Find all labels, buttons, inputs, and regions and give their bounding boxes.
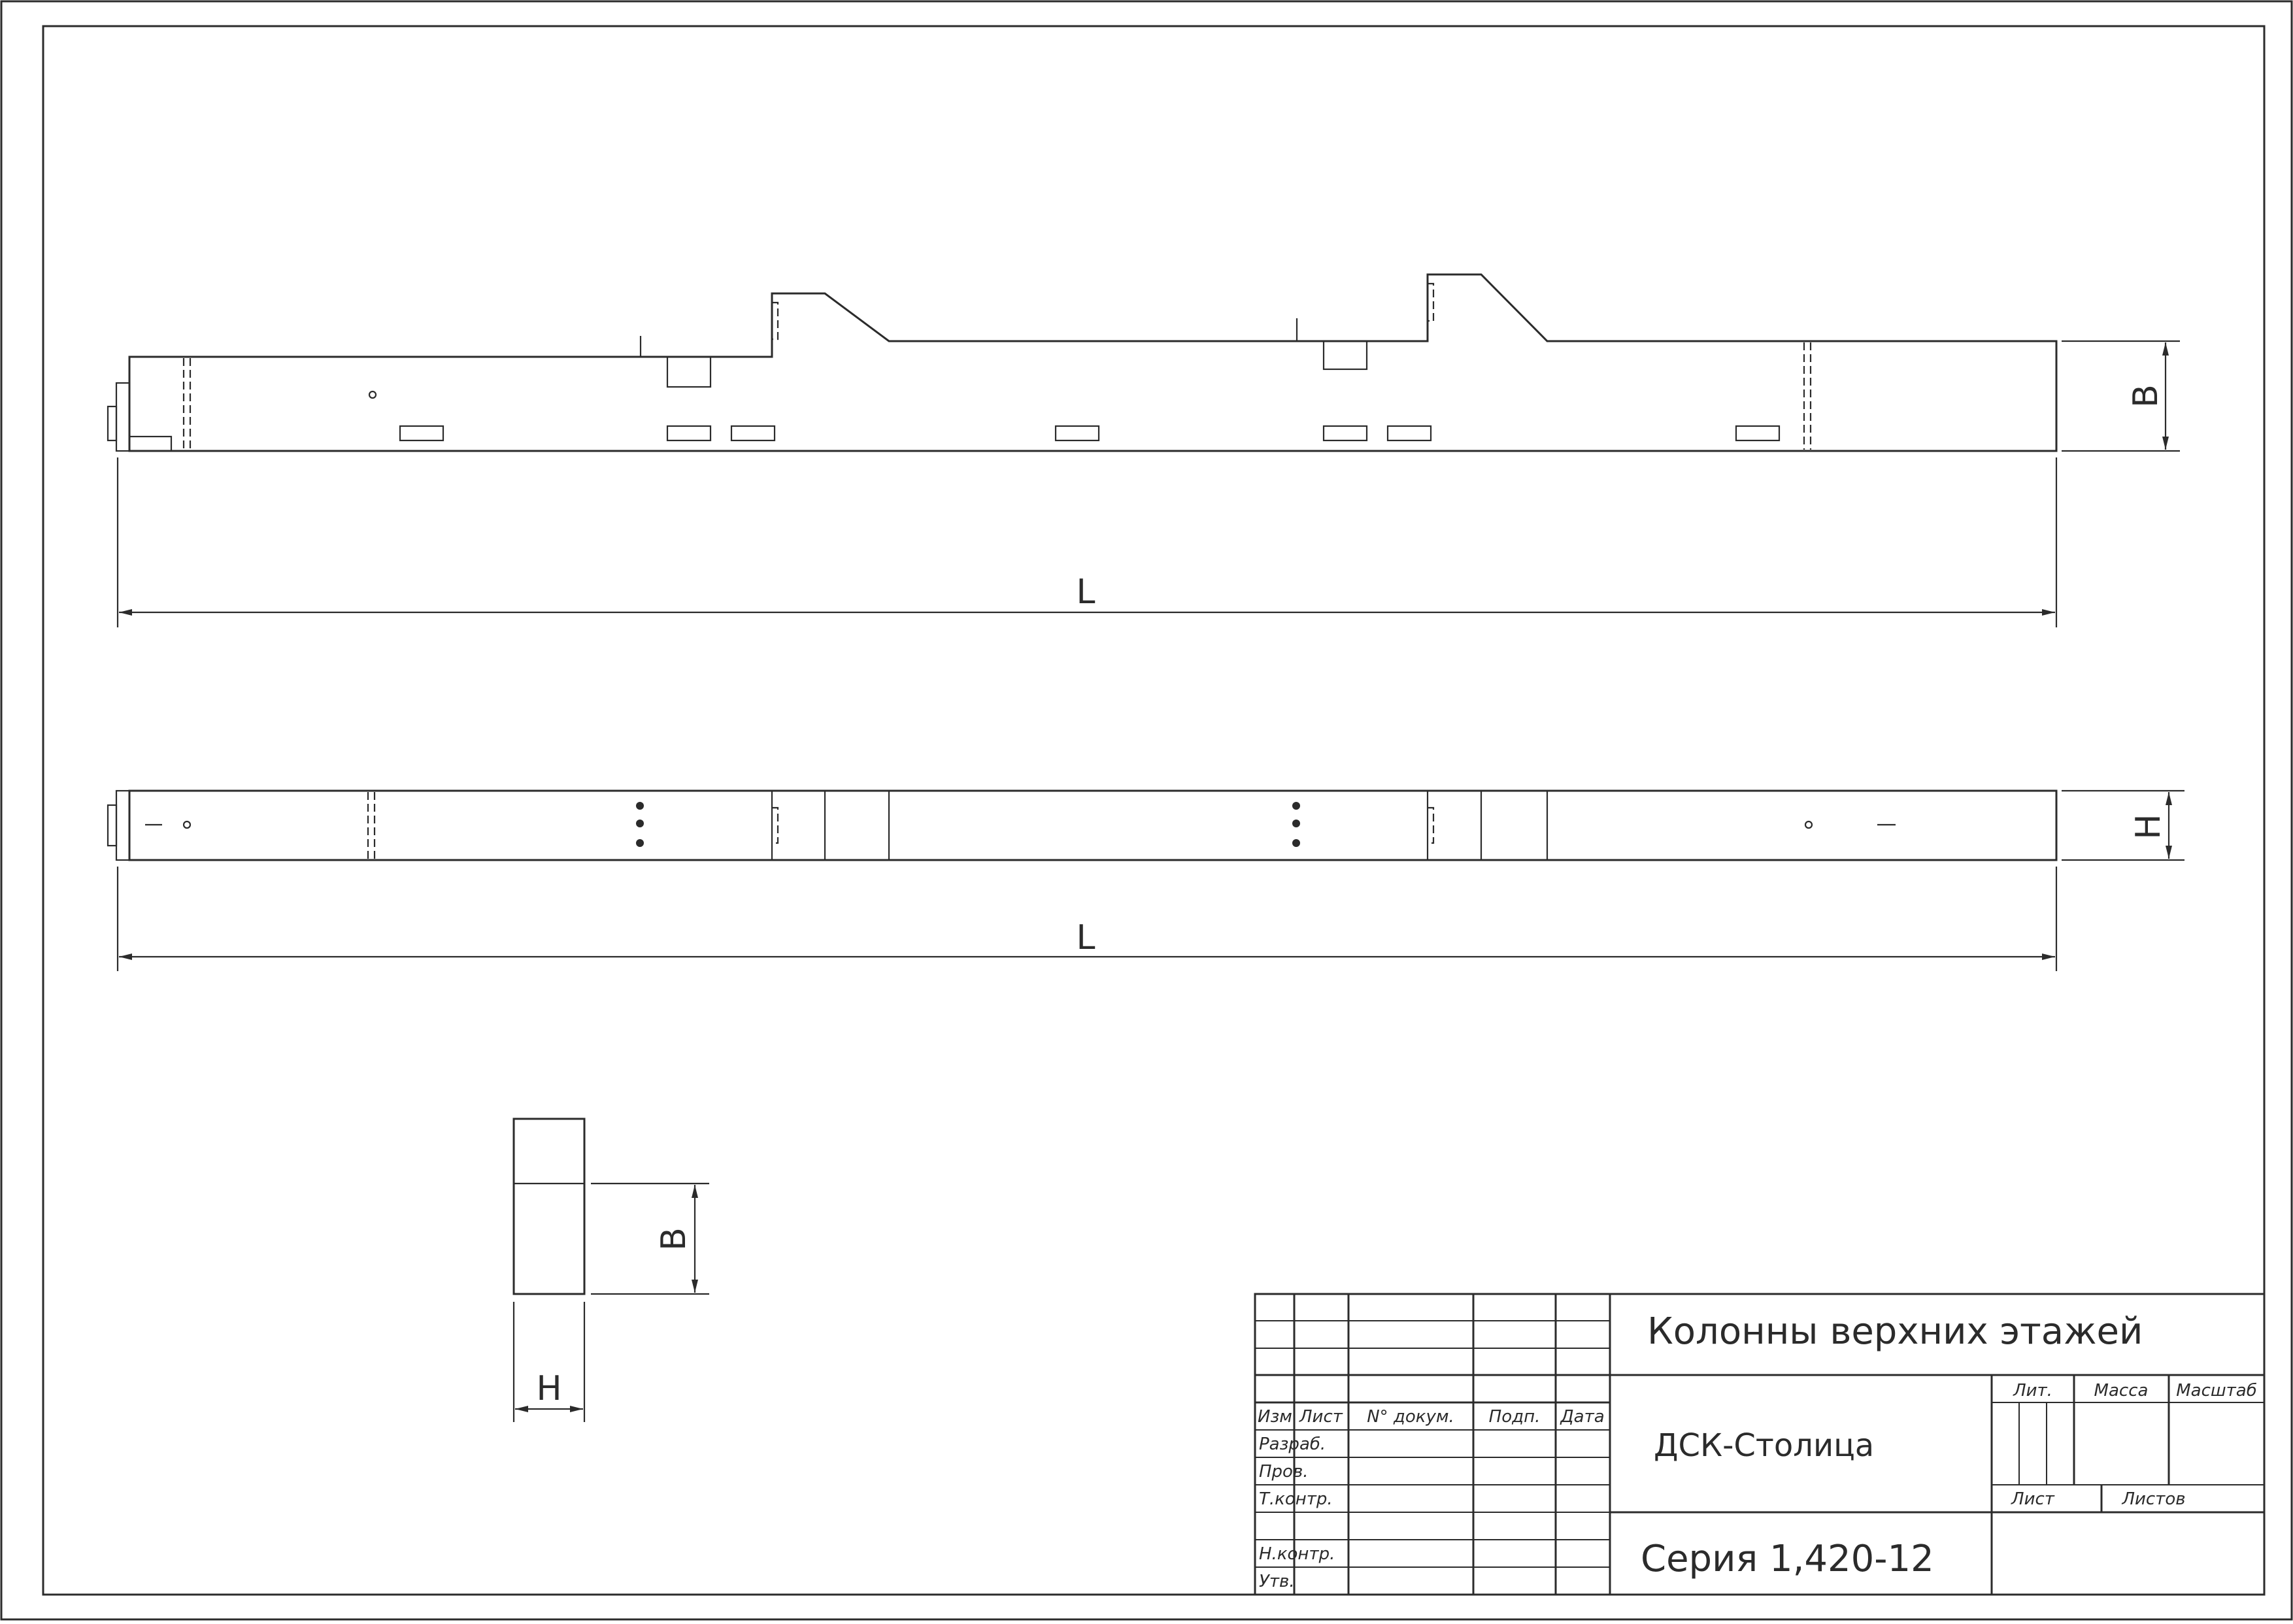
left-end-lug	[107, 804, 118, 847]
console-pad	[1322, 340, 1368, 371]
anchor-dot	[636, 839, 644, 847]
label-sheet: Лист	[2011, 1489, 2055, 1509]
section-outline	[512, 1118, 586, 1295]
front-view-outline	[128, 273, 2058, 452]
bottom-left-plate	[128, 435, 173, 452]
lifting-hole	[1804, 820, 1813, 829]
left-end-plate	[115, 382, 131, 452]
role-utv: Утв.	[1259, 1572, 1295, 1591]
left-end-lug	[107, 405, 118, 442]
embedded-plate	[730, 425, 776, 442]
embedded-plate	[666, 425, 712, 442]
left-end-plate	[115, 789, 131, 861]
anchor-dot	[636, 820, 644, 827]
header-date: Дата	[1560, 1407, 1604, 1427]
lifting-hole	[182, 820, 192, 829]
corbel-embed	[1428, 806, 1435, 844]
frame-border	[42, 25, 2266, 1596]
side-view: L H	[107, 789, 2184, 971]
label-sheets: Листов	[2121, 1489, 2185, 1509]
header-doc-no: N° докум.	[1367, 1407, 1454, 1427]
anchor-dot	[1292, 839, 1300, 847]
embedded-plate	[1054, 425, 1100, 442]
corbel-embed	[1428, 282, 1435, 322]
drawing-title: Колонны верхних этажей	[1647, 1310, 2143, 1353]
anchor-dot	[1292, 820, 1300, 827]
dimension-label-B: B	[654, 1227, 694, 1251]
title-block-frame	[1254, 1293, 2266, 1596]
series-number: Серия 1,420-12	[1641, 1538, 1934, 1580]
lifting-hole	[368, 390, 377, 399]
section-view: B H	[512, 1118, 709, 1422]
dimension-label-H: H	[536, 1369, 561, 1408]
role-prov: Пров.	[1259, 1462, 1309, 1482]
role-tkontr: Т.контр.	[1259, 1489, 1333, 1509]
embedded-plate	[1735, 425, 1781, 442]
organization-name: ДСК-Столица	[1654, 1427, 1874, 1464]
dimension-label-H: H	[2129, 814, 2168, 839]
anchor-dot	[636, 802, 644, 810]
side-view-outline	[128, 789, 2058, 861]
header-izm: Изм	[1258, 1407, 1292, 1427]
corbel-embed	[772, 301, 779, 340]
title-block: Изм Лист N° докум. Подп. Дата Разраб. Пр…	[1254, 1293, 2266, 1596]
role-nkontr: Н.контр.	[1259, 1544, 1335, 1564]
embedded-plate	[399, 425, 444, 442]
role-razrab: Разраб.	[1259, 1434, 1326, 1454]
dimension-label-L: L	[1077, 572, 1096, 612]
header-list: Лист	[1299, 1407, 1343, 1427]
anchor-dot	[1292, 802, 1300, 810]
dimension-label-L: L	[1077, 918, 1096, 957]
header-sign: Подп.	[1489, 1407, 1541, 1427]
label-mass: Масса	[2094, 1381, 2149, 1400]
label-scale: Масштаб	[2176, 1381, 2257, 1400]
embedded-plate	[1322, 425, 1368, 442]
front-view: L B	[107, 273, 2180, 627]
dimension-label-B: B	[2126, 384, 2166, 408]
label-lit: Лит.	[2013, 1381, 2052, 1400]
embedded-plate	[1386, 425, 1432, 442]
console-pad	[666, 356, 712, 388]
corbel-embed	[772, 806, 779, 844]
